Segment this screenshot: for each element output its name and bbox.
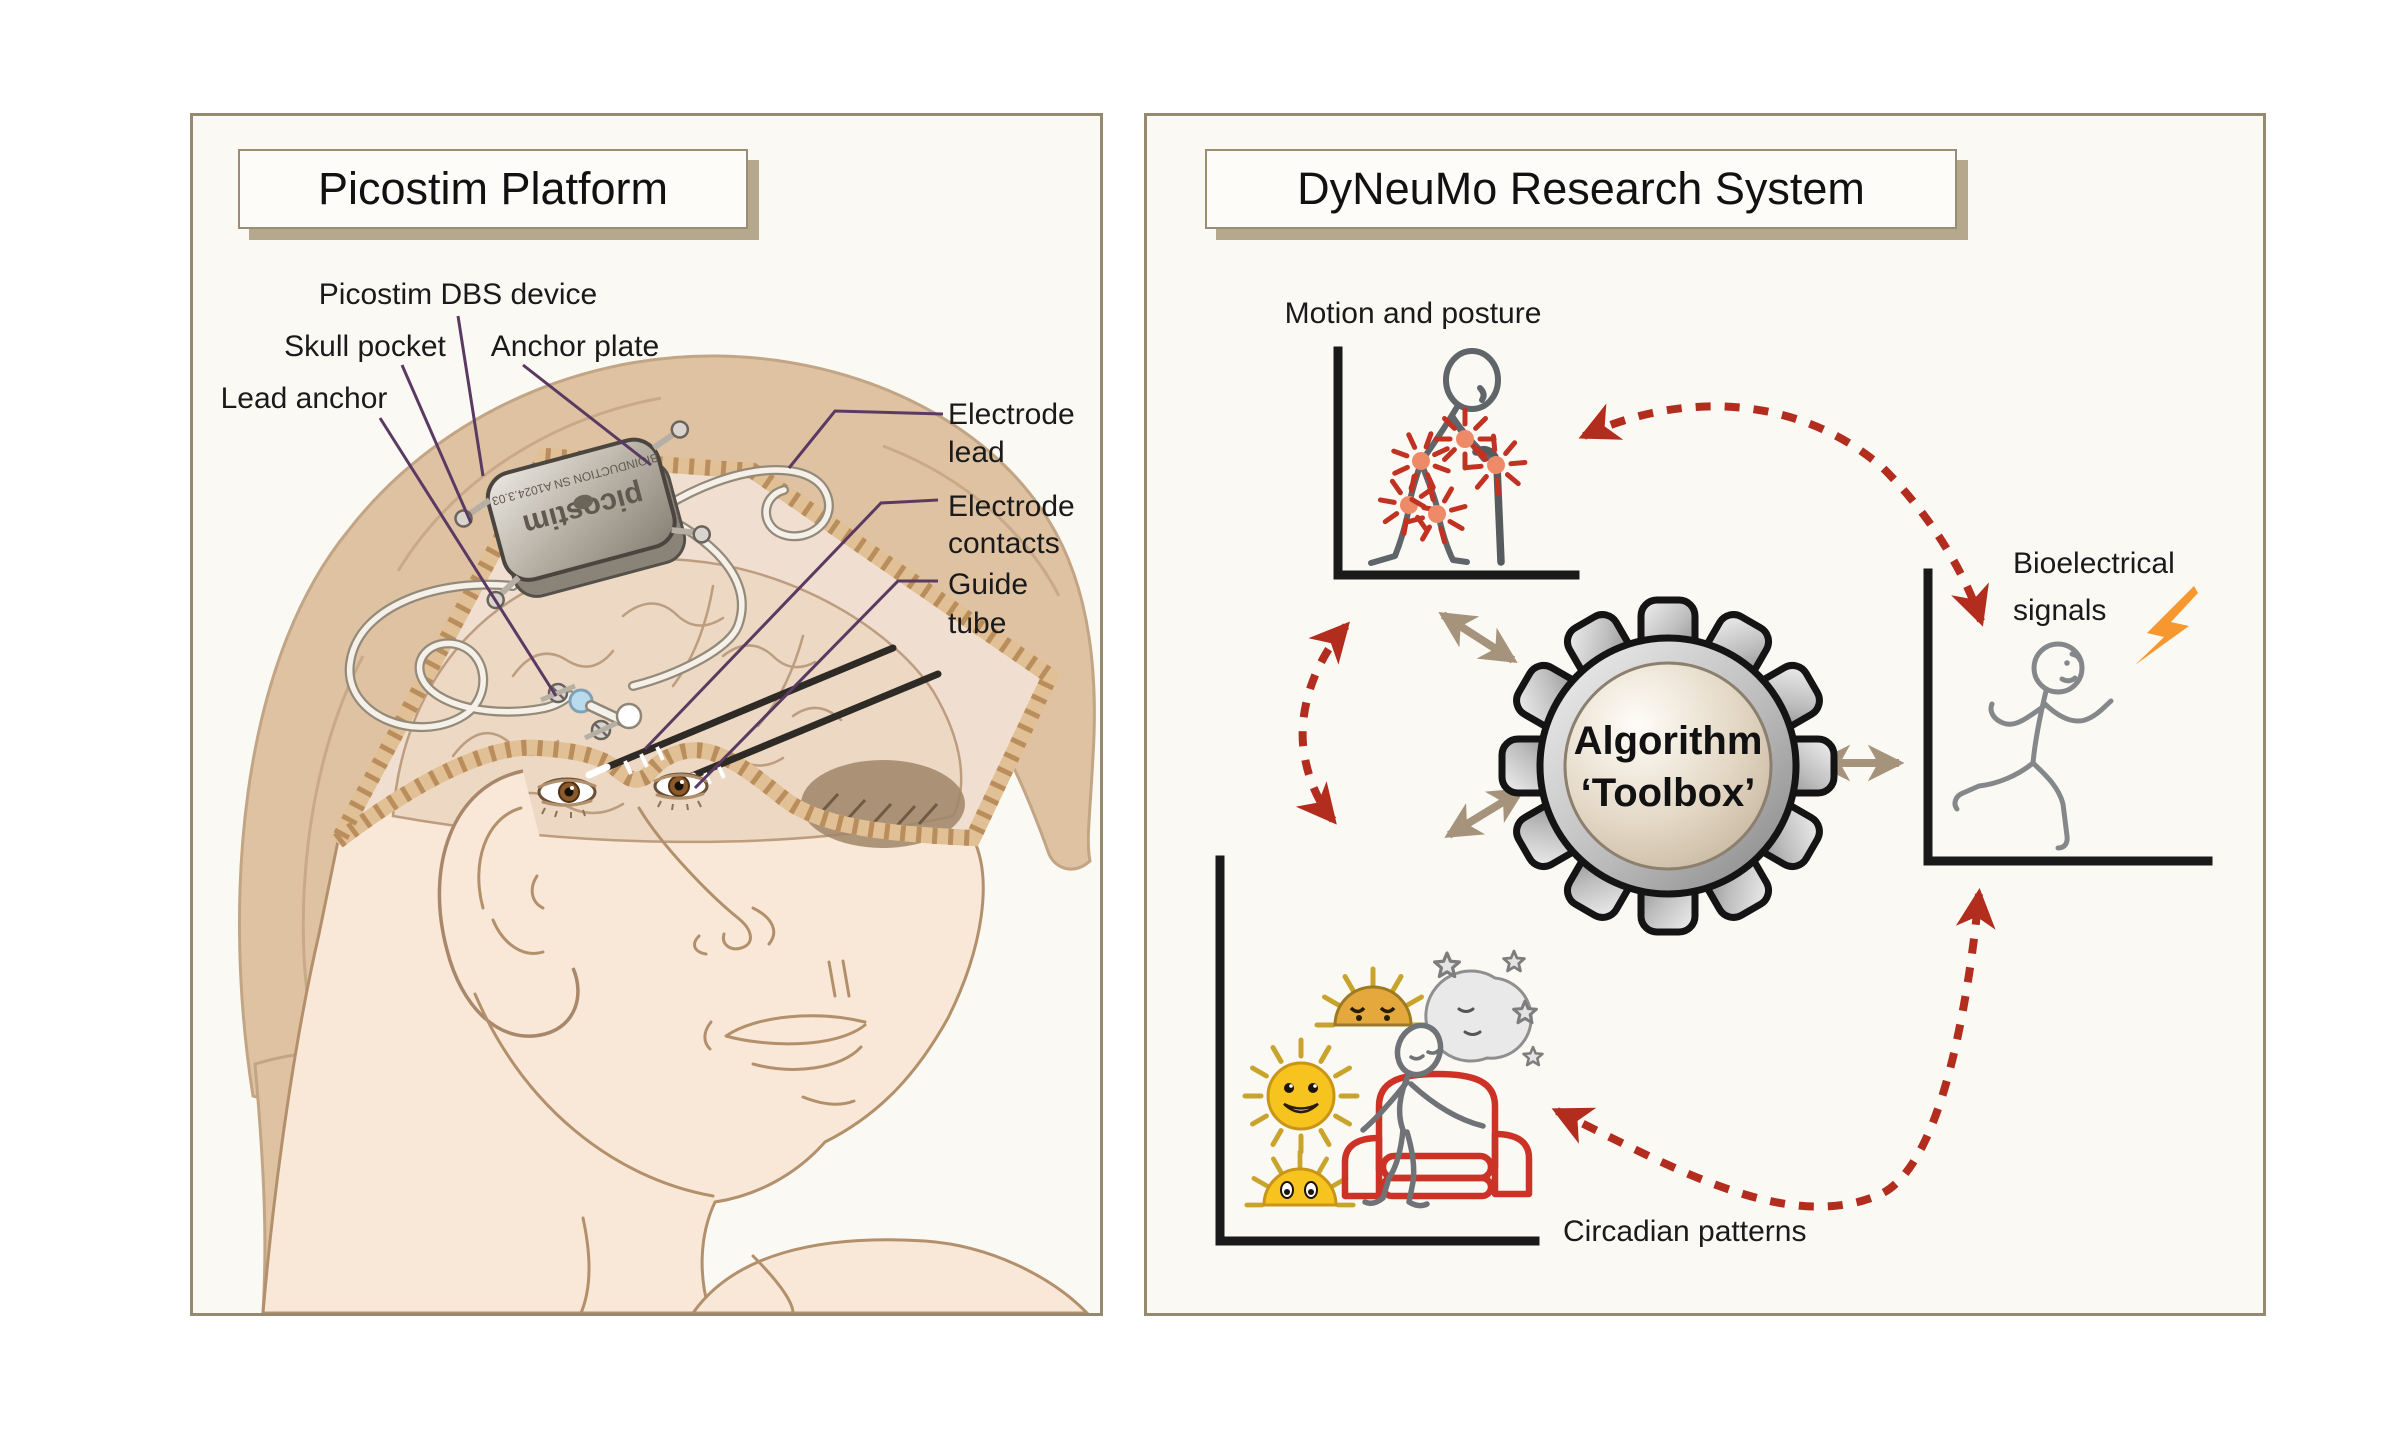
sun-setting-icon	[1317, 969, 1429, 1025]
picostim-platform-panel: Picostim Platform	[190, 113, 1103, 1316]
link-gear-circadian	[1444, 787, 1526, 839]
panel-title-picostim: Picostim Platform	[238, 149, 748, 229]
sleeping-figure	[1360, 1022, 1486, 1209]
electrode-leads	[585, 644, 942, 792]
sun-rising-icon	[1247, 1152, 1353, 1205]
label-pointer-lines	[378, 315, 944, 790]
picostim-dbs-device: picostim BIOINDUCTION SN A1024.3.03	[454, 420, 711, 610]
dyneumo-research-panel: DyNeuMo Research System	[1144, 113, 2266, 1316]
label-skull-pocket: Skull pocket	[284, 330, 446, 363]
lead-anchor-screws	[540, 682, 619, 741]
chin-crease	[801, 1095, 856, 1106]
label-anchor-plate: Anchor plate	[491, 330, 659, 363]
label-motion-posture: Motion and posture	[1285, 297, 1542, 330]
link-gear-motion	[1438, 611, 1518, 664]
anchor-plate-tabs	[454, 420, 711, 610]
algorithm-toolbox-gear: Algorithm ‘Toolbox’	[1498, 596, 1838, 936]
arc-motion-bioelectrical	[1578, 402, 1989, 627]
component-labels: Picostim DBS device Skull pocket Anchor …	[221, 278, 1083, 640]
tremor-bursts	[1375, 410, 1536, 554]
gear-label-line2: ‘Toolbox’	[1581, 771, 1756, 815]
dyneumo-diagram: Algorithm ‘Toolbox’ Motion and posture	[1215, 297, 2213, 1248]
sleeping-person-armchair	[1341, 1022, 1533, 1209]
label-circadian: Circadian patterns	[1563, 1215, 1806, 1248]
mouth	[703, 959, 867, 1106]
electrode-lead-wires	[344, 464, 834, 733]
running-figure	[1952, 641, 2114, 851]
label-electrode-lead: Electrode lead	[948, 398, 1083, 469]
lead-anchor-hardware	[540, 682, 643, 741]
circadian-sketch: Circadian patterns	[1215, 855, 1806, 1248]
gear-label-line1: Algorithm	[1574, 719, 1763, 763]
motion-posture-sketch: Motion and posture	[1285, 297, 1580, 580]
skull-bone-edge	[330, 447, 1061, 848]
head-implant-illustration: picostim BIOINDUCTION SN A1024.3.03	[221, 278, 1096, 1313]
left-eye	[537, 777, 597, 818]
jawline	[473, 992, 715, 1198]
label-guide-tube: Guide tube	[948, 568, 1036, 640]
bioelectrical-sketch: Bioelectrical signals	[1923, 547, 2213, 866]
arc-motion-circadian	[1295, 621, 1350, 825]
ear	[437, 769, 580, 1038]
label-picostim-dbs-device: Picostim DBS device	[319, 278, 597, 311]
nose	[637, 806, 776, 956]
sun-day-icon	[1245, 1040, 1357, 1152]
armchair-icon	[1341, 1070, 1533, 1200]
label-lead-anchor: Lead anchor	[221, 382, 388, 415]
feedback-arcs	[1295, 402, 1996, 1211]
arc-circadian-bioelectrical	[1551, 888, 1996, 1211]
label-electrode-contacts: Electrode contacts	[948, 490, 1083, 560]
moon-icon	[1424, 969, 1533, 1063]
panel-title-dyneumo: DyNeuMo Research System	[1205, 149, 1957, 229]
label-bioelectrical: Bioelectrical signals	[2013, 547, 2183, 627]
lightning-bolt-icon	[2135, 586, 2198, 665]
shoulder	[691, 1238, 1090, 1313]
